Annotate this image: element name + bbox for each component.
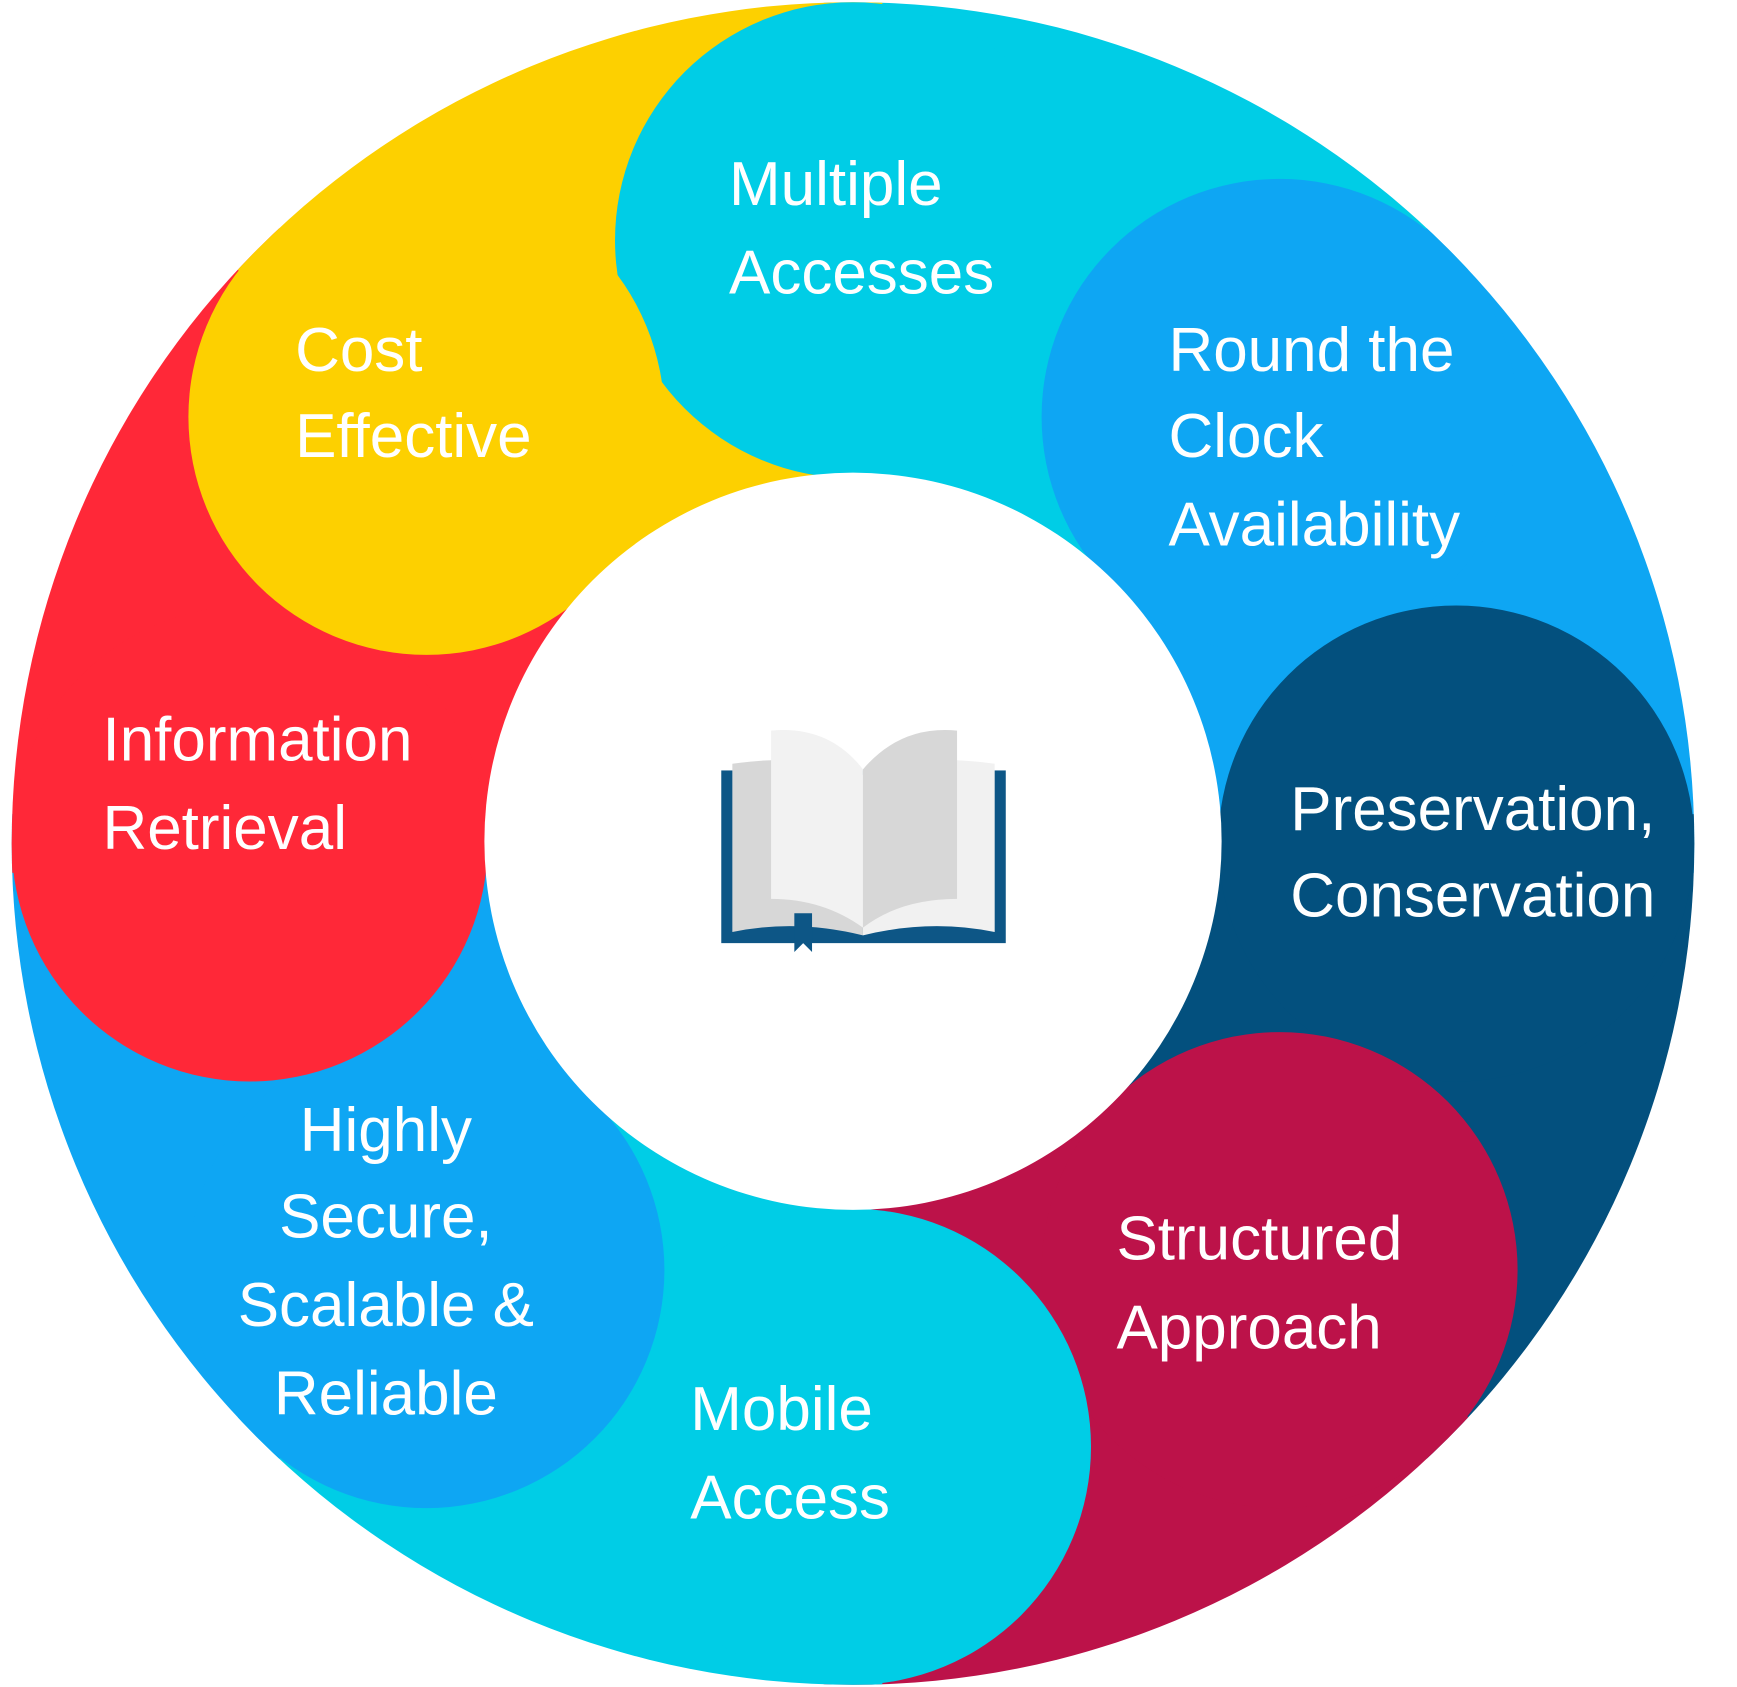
label-line: Information <box>102 705 412 774</box>
ring-heads <box>11 2 1695 1685</box>
bookmark-icon <box>794 913 813 952</box>
head-cost-effective <box>188 178 665 655</box>
head-preservation-conservation <box>1218 605 1695 1082</box>
label-line: Retrieval <box>102 794 347 863</box>
label-line: Approach <box>1116 1293 1381 1362</box>
label-line: Highly <box>300 1096 472 1165</box>
label-preservation-conservation: Preservation, Conservation <box>1290 775 1655 930</box>
label-line: Secure, <box>279 1183 493 1252</box>
open-book-icon <box>721 729 1006 952</box>
head-multiple-accesses <box>615 2 1091 479</box>
label-line: Effective <box>295 402 532 471</box>
label-line: Access <box>690 1464 890 1533</box>
label-line: Accesses <box>729 238 994 307</box>
head-information-retrieval <box>11 605 488 1082</box>
label-line: Structured <box>1116 1205 1402 1274</box>
head-structured-approach <box>1041 1032 1518 1509</box>
head-highly-secure-scalable-reliable <box>188 1032 665 1509</box>
head-mobile-access <box>615 1208 1091 1685</box>
label-line: Preservation, <box>1290 775 1655 844</box>
label-line: Clock <box>1168 402 1324 471</box>
head-round-the-clock-availability <box>1041 178 1518 655</box>
label-line: Round the <box>1168 316 1454 385</box>
label-line: Reliable <box>274 1360 498 1429</box>
label-line: Availability <box>1168 491 1460 560</box>
label-line: Conservation <box>1290 862 1655 931</box>
label-line: Cost <box>295 316 422 385</box>
label-line: Mobile <box>690 1375 873 1444</box>
label-line: Multiple <box>729 150 943 219</box>
label-line: Scalable & <box>238 1271 534 1340</box>
